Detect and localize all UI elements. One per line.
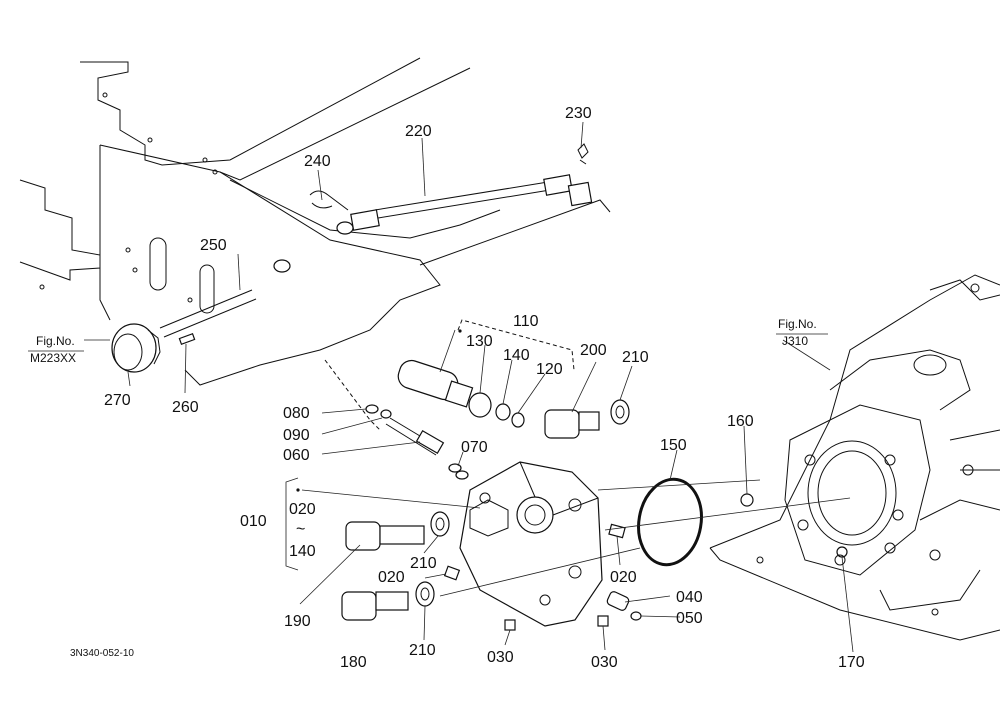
callout-220: 220 [405, 123, 432, 140]
rod-assembly-220 [309, 143, 593, 235]
callout-150: 150 [660, 437, 687, 454]
callout-260: 260 [172, 399, 199, 416]
transmission-case [709, 274, 1000, 641]
callout-070: 070 [461, 439, 488, 456]
callout-270: 270 [104, 392, 131, 409]
spool-assembly-110 [397, 319, 575, 428]
callout-020-range-start: 020 [289, 501, 316, 518]
callout-120: 120 [536, 361, 563, 378]
callout-080: 080 [283, 405, 310, 422]
fig-ref-left-label: Fig.No. [36, 334, 75, 348]
callout-210-top: 210 [622, 349, 649, 366]
callout-200: 200 [580, 342, 607, 359]
callout-170: 170 [838, 654, 865, 671]
callout-240: 240 [304, 153, 331, 170]
bolts-washers [341, 399, 630, 621]
drawing-code: 3N340-052-10 [70, 648, 134, 659]
callout-160: 160 [727, 413, 754, 430]
callout-190: 190 [284, 613, 311, 630]
callout-090: 090 [283, 427, 310, 444]
fig-ref-right-label: Fig.No. [778, 317, 817, 331]
callout-130: 130 [466, 333, 493, 350]
callout-030-right: 030 [591, 654, 618, 671]
callout-060: 060 [283, 447, 310, 464]
leader-lines [84, 121, 854, 653]
callout-230: 230 [565, 105, 592, 122]
valve-housing [459, 461, 603, 627]
callout-210-mid: 210 [410, 555, 437, 572]
callout-020-right: 020 [610, 569, 637, 586]
callout-140-range-end: 140 [289, 543, 316, 560]
callout-180: 180 [340, 654, 367, 671]
fig-ref-left-code: M223XX [30, 351, 76, 365]
callout-labels: 220 230 240 250 270 260 110 130 140 120 … [104, 105, 865, 671]
callout-050: 050 [676, 610, 703, 627]
callout-110: 110 [513, 313, 539, 330]
shaft-knob-assembly [111, 259, 291, 373]
callout-210-bottom: 210 [409, 642, 436, 659]
callout-250: 250 [200, 237, 227, 254]
callout-140-spool: 140 [503, 347, 530, 364]
callout-040: 040 [676, 589, 703, 606]
frame-panel [19, 57, 611, 431]
stem-assembly [365, 404, 469, 480]
fig-ref-right-code: J310 [782, 334, 808, 348]
callout-010: 010 [240, 513, 267, 530]
callout-020-left: 020 [378, 569, 405, 586]
o-rings [637, 477, 848, 567]
range-tilde: ~ [296, 521, 305, 538]
figure-references: Fig.No. M223XX Fig.No. J310 [28, 317, 828, 365]
callout-030-left: 030 [487, 649, 514, 666]
